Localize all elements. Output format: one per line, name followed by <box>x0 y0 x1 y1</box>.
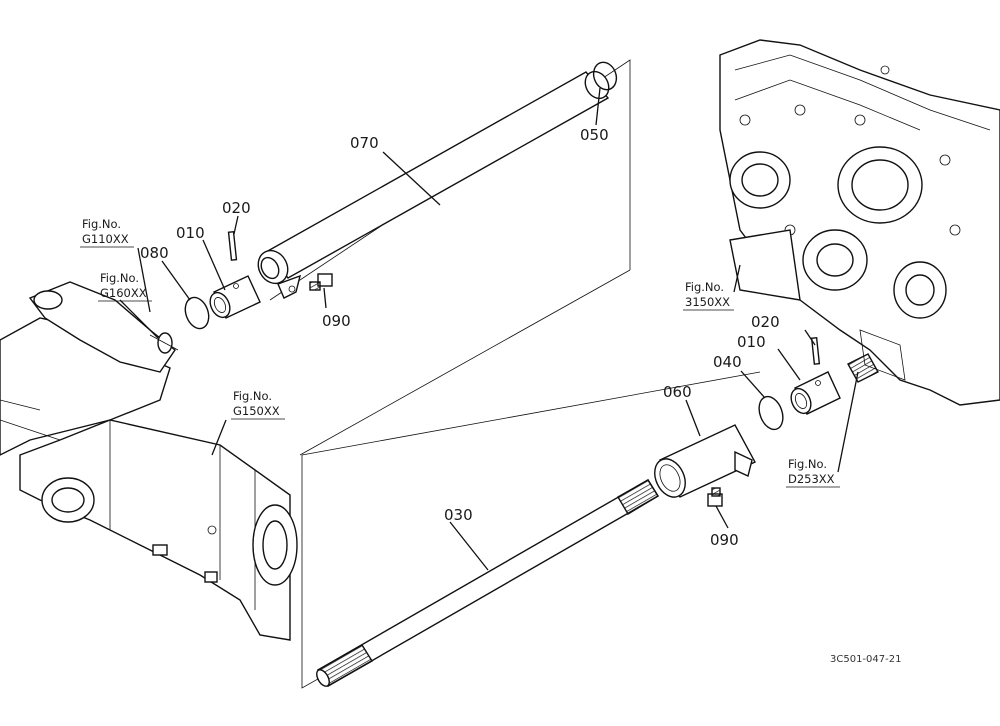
svg-text:Fig.No.: Fig.No. <box>788 457 827 471</box>
part-090-plug-lower[interactable] <box>707 487 723 507</box>
part-020-pin-lower[interactable] <box>810 336 821 365</box>
part-080-o-ring[interactable] <box>181 294 213 332</box>
svg-text:G110XX: G110XX <box>82 232 129 246</box>
drawing-code: 3C501-047-21 <box>830 654 901 665</box>
label-010-lower[interactable]: 010 <box>737 333 766 351</box>
part-060-sleeve[interactable] <box>649 424 756 502</box>
splined-coupling <box>847 353 879 383</box>
label-010-upper[interactable]: 010 <box>176 224 205 242</box>
label-060[interactable]: 060 <box>663 383 692 401</box>
fig-ref-3150[interactable]: Fig.No. 3150XX <box>683 280 734 311</box>
label-090-lower[interactable]: 090 <box>710 531 739 549</box>
svg-text:Fig.No.: Fig.No. <box>100 271 139 285</box>
label-090-upper[interactable]: 090 <box>322 312 351 330</box>
label-040[interactable]: 040 <box>713 353 742 371</box>
front-axle-housing <box>0 281 298 641</box>
fig-ref-d253[interactable]: Fig.No. D253XX <box>786 457 840 488</box>
svg-text:Fig.No.: Fig.No. <box>233 389 272 403</box>
label-080[interactable]: 080 <box>140 244 169 262</box>
label-050[interactable]: 050 <box>580 126 609 144</box>
part-010-collar-upper[interactable] <box>206 275 261 321</box>
part-number-labels: 070 050 020 010 080 090 020 010 040 060 … <box>140 126 780 549</box>
svg-text:D253XX: D253XX <box>788 472 835 486</box>
label-020-lower[interactable]: 020 <box>751 313 780 331</box>
part-040-o-ring[interactable] <box>755 393 787 432</box>
label-020-upper[interactable]: 020 <box>222 199 251 217</box>
part-030-shaft[interactable] <box>314 479 659 688</box>
svg-text:Fig.No.: Fig.No. <box>685 280 724 294</box>
figure-reference-labels: Fig.No. G110XX Fig.No. G160XX Fig.No. G1… <box>80 217 840 488</box>
svg-text:G160XX: G160XX <box>100 286 147 300</box>
part-070-tube[interactable] <box>253 67 614 299</box>
fig-ref-g160[interactable]: Fig.No. G160XX <box>98 271 152 302</box>
label-070[interactable]: 070 <box>350 134 379 152</box>
part-090-plug-upper[interactable] <box>309 273 333 291</box>
label-030[interactable]: 030 <box>444 506 473 524</box>
fig-ref-g150[interactable]: Fig.No. G150XX <box>231 389 285 420</box>
part-010-collar-lower[interactable] <box>787 371 841 417</box>
part-050-o-ring[interactable] <box>590 59 620 93</box>
part-020-pin-upper[interactable] <box>227 230 238 261</box>
svg-text:G150XX: G150XX <box>233 404 280 418</box>
fig-ref-g110[interactable]: Fig.No. G110XX <box>80 217 134 248</box>
svg-text:Fig.No.: Fig.No. <box>82 217 121 231</box>
svg-text:3150XX: 3150XX <box>685 295 730 309</box>
transmission-case <box>719 39 1000 406</box>
